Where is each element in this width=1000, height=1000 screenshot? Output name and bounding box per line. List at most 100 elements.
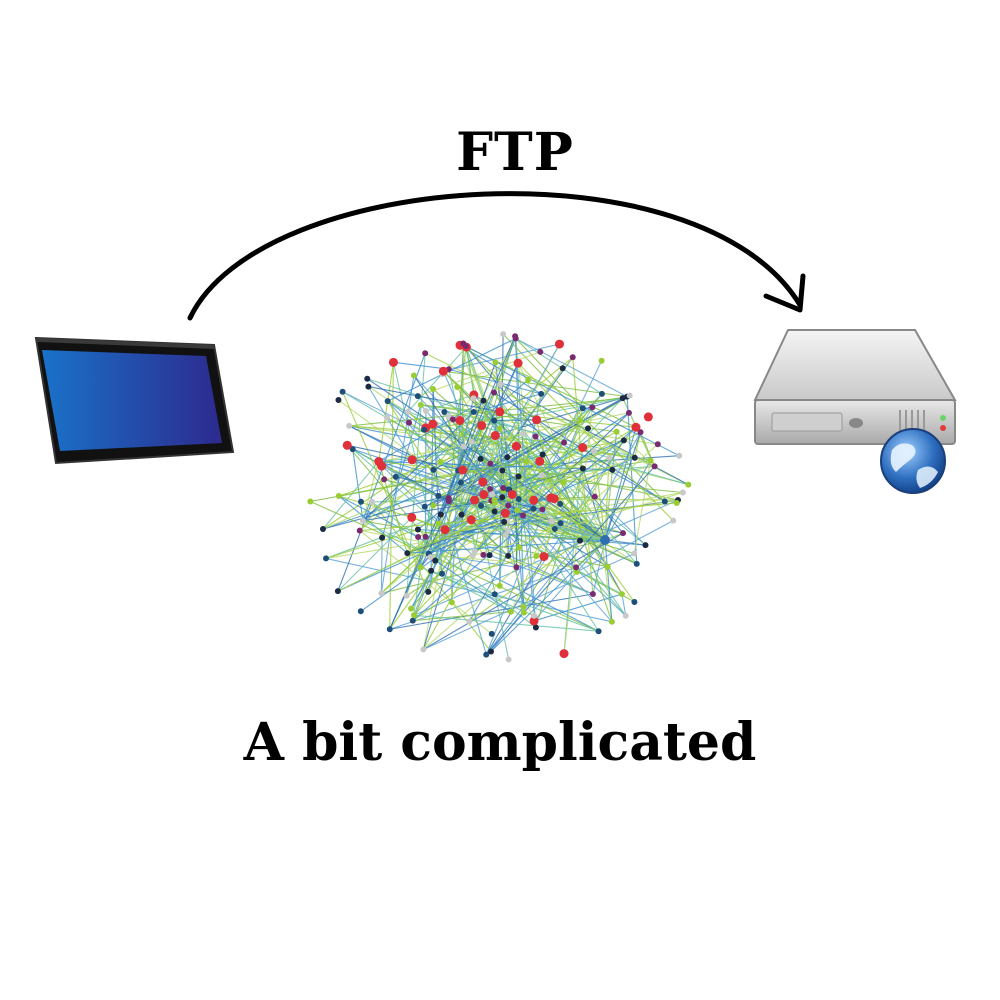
- network-node: [478, 502, 485, 509]
- network-edge: [563, 407, 593, 654]
- network-node: [631, 422, 641, 432]
- network-node: [609, 466, 616, 473]
- network-node: [507, 489, 517, 499]
- network-node: [428, 567, 435, 574]
- network-edge: [485, 606, 524, 655]
- network-node: [420, 646, 427, 653]
- network-node: [477, 420, 487, 430]
- network-edge: [352, 449, 364, 521]
- network-edge: [502, 333, 666, 502]
- network-node: [478, 477, 488, 487]
- network-node: [496, 582, 503, 589]
- network-edge: [423, 552, 635, 650]
- network-edge: [352, 448, 446, 531]
- network-node: [458, 511, 465, 518]
- network-edge: [483, 465, 655, 496]
- network-node: [504, 454, 511, 461]
- network-node: [625, 409, 632, 416]
- network-edge: [563, 482, 613, 622]
- network-edge: [465, 345, 680, 457]
- network-edge: [407, 346, 467, 412]
- network-edge: [420, 404, 613, 623]
- network-node: [654, 441, 661, 448]
- network-node: [422, 350, 429, 357]
- network-edge: [322, 461, 379, 530]
- network-node: [500, 484, 507, 491]
- network-edge: [430, 570, 599, 632]
- network-node: [537, 348, 544, 355]
- network-node: [430, 466, 437, 473]
- network-edge: [393, 361, 449, 370]
- network-node: [460, 443, 467, 450]
- network-node: [414, 393, 421, 400]
- network-edge: [515, 337, 603, 395]
- network-node: [577, 417, 584, 424]
- network-node: [428, 419, 438, 429]
- network-node: [404, 408, 411, 415]
- network-node: [505, 502, 512, 509]
- network-edge: [424, 481, 484, 508]
- network-edge: [514, 336, 537, 628]
- network-node: [561, 439, 568, 446]
- network-node: [591, 447, 598, 454]
- network-edge: [443, 370, 628, 398]
- network-node: [441, 408, 448, 415]
- network-node: [470, 395, 477, 402]
- network-edge: [337, 457, 635, 592]
- network-node: [421, 426, 428, 433]
- network-edge: [338, 495, 599, 632]
- network-edge: [633, 460, 652, 554]
- network-edge: [438, 356, 574, 524]
- network-node: [560, 479, 567, 486]
- network-node: [651, 463, 658, 470]
- network-node: [438, 366, 448, 376]
- network-node: [519, 430, 526, 437]
- network-node: [454, 384, 461, 391]
- network-edge: [420, 456, 508, 568]
- network-edge: [472, 491, 684, 557]
- network-edge: [494, 419, 537, 422]
- network-node: [505, 552, 512, 559]
- network-edge: [432, 469, 487, 655]
- network-node: [676, 452, 683, 459]
- network-edge: [407, 539, 606, 554]
- network-node: [514, 507, 521, 514]
- network-node: [469, 552, 476, 559]
- network-edge: [362, 520, 608, 568]
- ftp-label: FTP: [456, 122, 574, 183]
- network-node: [346, 422, 353, 429]
- network-node: [533, 553, 540, 560]
- network-edge: [349, 425, 508, 458]
- network-node: [381, 476, 388, 483]
- network-edge: [425, 491, 683, 538]
- network-node: [422, 407, 429, 414]
- network-node: [515, 496, 522, 503]
- network-edge: [587, 428, 613, 622]
- network-edge: [575, 539, 606, 568]
- network-edge: [444, 519, 472, 531]
- network-node: [379, 534, 386, 541]
- network-node: [491, 591, 498, 598]
- network-edge: [604, 539, 613, 622]
- network-node: [406, 419, 413, 426]
- network-node: [501, 519, 508, 526]
- network-node: [335, 493, 342, 500]
- network-node: [445, 498, 452, 505]
- network-node: [525, 376, 532, 383]
- network-edge: [362, 411, 475, 522]
- network-node: [502, 532, 509, 539]
- network-edge: [536, 419, 555, 499]
- network-node: [487, 460, 494, 467]
- network-edge: [362, 353, 426, 521]
- network-node: [500, 508, 510, 518]
- network-node: [408, 605, 415, 612]
- network-node: [491, 389, 498, 396]
- network-edge: [481, 397, 623, 427]
- network-node: [539, 552, 549, 562]
- network-node: [532, 433, 539, 440]
- network-node: [415, 533, 422, 540]
- network-edge: [507, 505, 627, 617]
- network-node: [670, 517, 677, 524]
